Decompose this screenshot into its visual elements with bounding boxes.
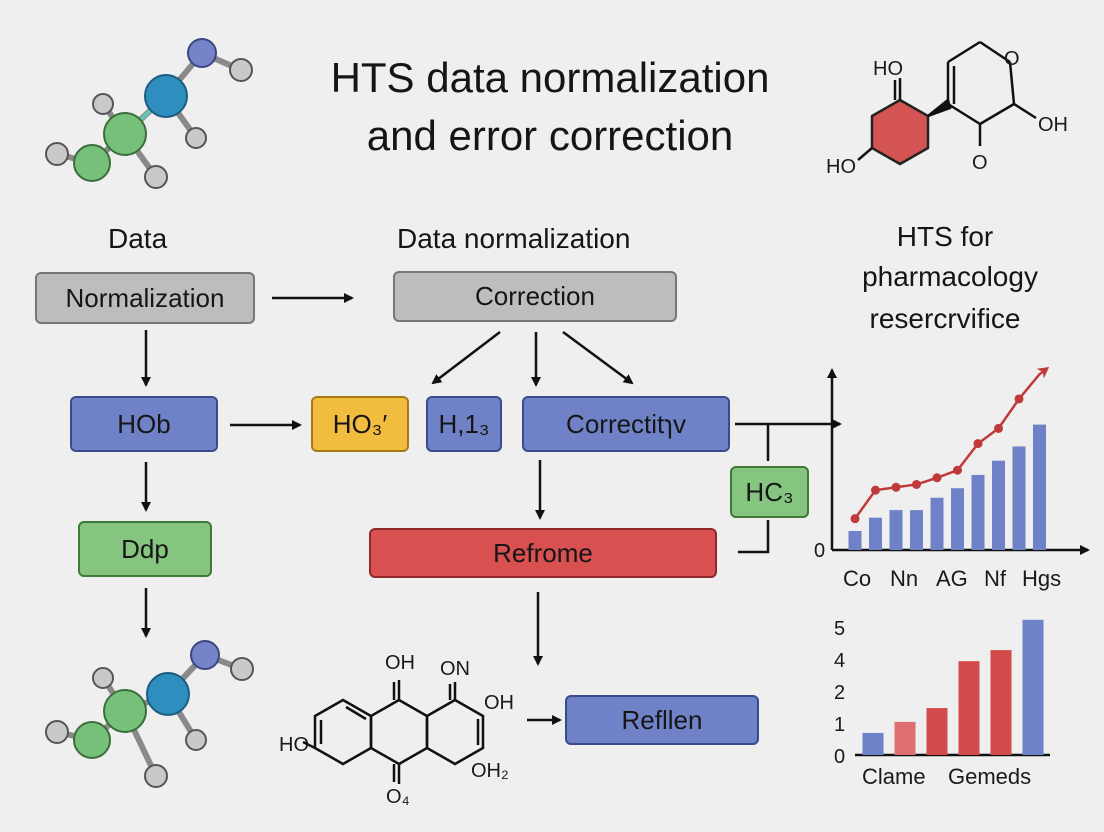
chart2-bar	[926, 708, 948, 755]
chart2-ytick-label: 5	[834, 618, 846, 640]
chart1-bar	[992, 460, 1005, 550]
chart1-point	[912, 479, 921, 489]
molecule-top-left-icon	[45, 38, 253, 189]
chart1-point	[1014, 394, 1024, 404]
chart1-bar	[910, 510, 923, 550]
header-hts-line3: resercrvifice	[869, 303, 1021, 334]
flow-arrows	[141, 293, 842, 725]
chart2-bar	[862, 732, 884, 755]
chart1-category-label: Co	[843, 566, 872, 591]
ddp-box: Ddp	[78, 521, 212, 577]
h113-box: H,1₃	[426, 396, 502, 452]
hob-box: HOb	[70, 396, 218, 452]
chart1-point	[953, 465, 962, 475]
chart2-bar	[894, 721, 916, 755]
chart1-bar	[930, 497, 944, 550]
chart2-plot	[862, 619, 1044, 755]
chart1-category-label: Hgs	[1022, 566, 1062, 591]
header-hts-line1: HTS for	[896, 221, 994, 252]
chem-label-oh-top: OH	[385, 652, 415, 674]
structure-bottom-icon	[302, 680, 485, 784]
chart2-category-label: Gemeds	[948, 764, 1032, 789]
header-hts-line2: pharmacology	[862, 261, 1038, 292]
chart1-point	[891, 482, 901, 492]
chem-label-ho-top: HO	[873, 58, 903, 80]
chart1-category-label: AG	[936, 566, 968, 591]
chart2-ytick-label: 2	[834, 682, 846, 704]
ho3-box: HO₃′	[311, 396, 409, 452]
correctitiv-box: Correctitɿv	[522, 396, 730, 452]
chart1-bar	[1012, 446, 1026, 550]
chart1-category-label: Nn	[890, 566, 919, 591]
chart1-bar	[848, 531, 862, 550]
chart1-bar	[951, 488, 964, 550]
structure-top-right-icon	[857, 40, 1037, 166]
chart1-plot	[848, 367, 1050, 550]
chem-label-oh2: OH₂	[471, 760, 509, 782]
chem-label-o-ring: O	[1004, 48, 1020, 70]
chart2-bar	[990, 650, 1012, 755]
header-data: Data	[108, 223, 168, 254]
chem-label-oh-right: OH	[1038, 114, 1068, 136]
chart1-bar	[1033, 424, 1046, 550]
chem-label-on: ON	[440, 658, 470, 680]
chart1-bar	[869, 517, 882, 550]
chart1-point	[871, 485, 880, 495]
chart2-category-label: Clame	[862, 764, 926, 789]
refrome-box: Refrome	[369, 528, 717, 578]
chart1-origin-label: 0	[814, 540, 826, 562]
chart2-ytick-label: 1	[834, 714, 846, 736]
chart2-ytick-label: 4	[834, 650, 846, 672]
normalization-box: Normalization	[35, 272, 255, 324]
chart1-bar	[971, 474, 985, 550]
page-title-line1: HTS data normalization	[330, 54, 770, 101]
header-data-normalization: Data normalization	[397, 223, 631, 254]
page-title-line2: and error correction	[366, 112, 734, 159]
chart1-point	[973, 439, 983, 449]
chart1-category-label: Nf	[984, 566, 1006, 591]
chart2-ytick-label: 0	[834, 746, 846, 768]
chart2-bar	[1022, 619, 1044, 755]
chem-label-o-bottom: O	[972, 152, 988, 174]
chem-label-o4: O₄	[386, 786, 410, 808]
chem-label-oh-right: OH	[484, 692, 514, 714]
chem-label-ho-left: HO	[279, 734, 309, 756]
chart1-point	[932, 473, 942, 483]
molecule-bottom-left-icon	[45, 640, 254, 788]
chart1-point	[994, 423, 1003, 433]
correction-box: Correction	[393, 271, 677, 322]
chart2-bar	[958, 661, 980, 755]
chart1-bar	[889, 510, 903, 550]
hc3-box: HC₃	[730, 466, 809, 518]
refllen-box: Refllen	[565, 695, 759, 745]
chem-label-ho-bottom: HO	[826, 156, 856, 178]
chart1-point	[850, 514, 860, 524]
